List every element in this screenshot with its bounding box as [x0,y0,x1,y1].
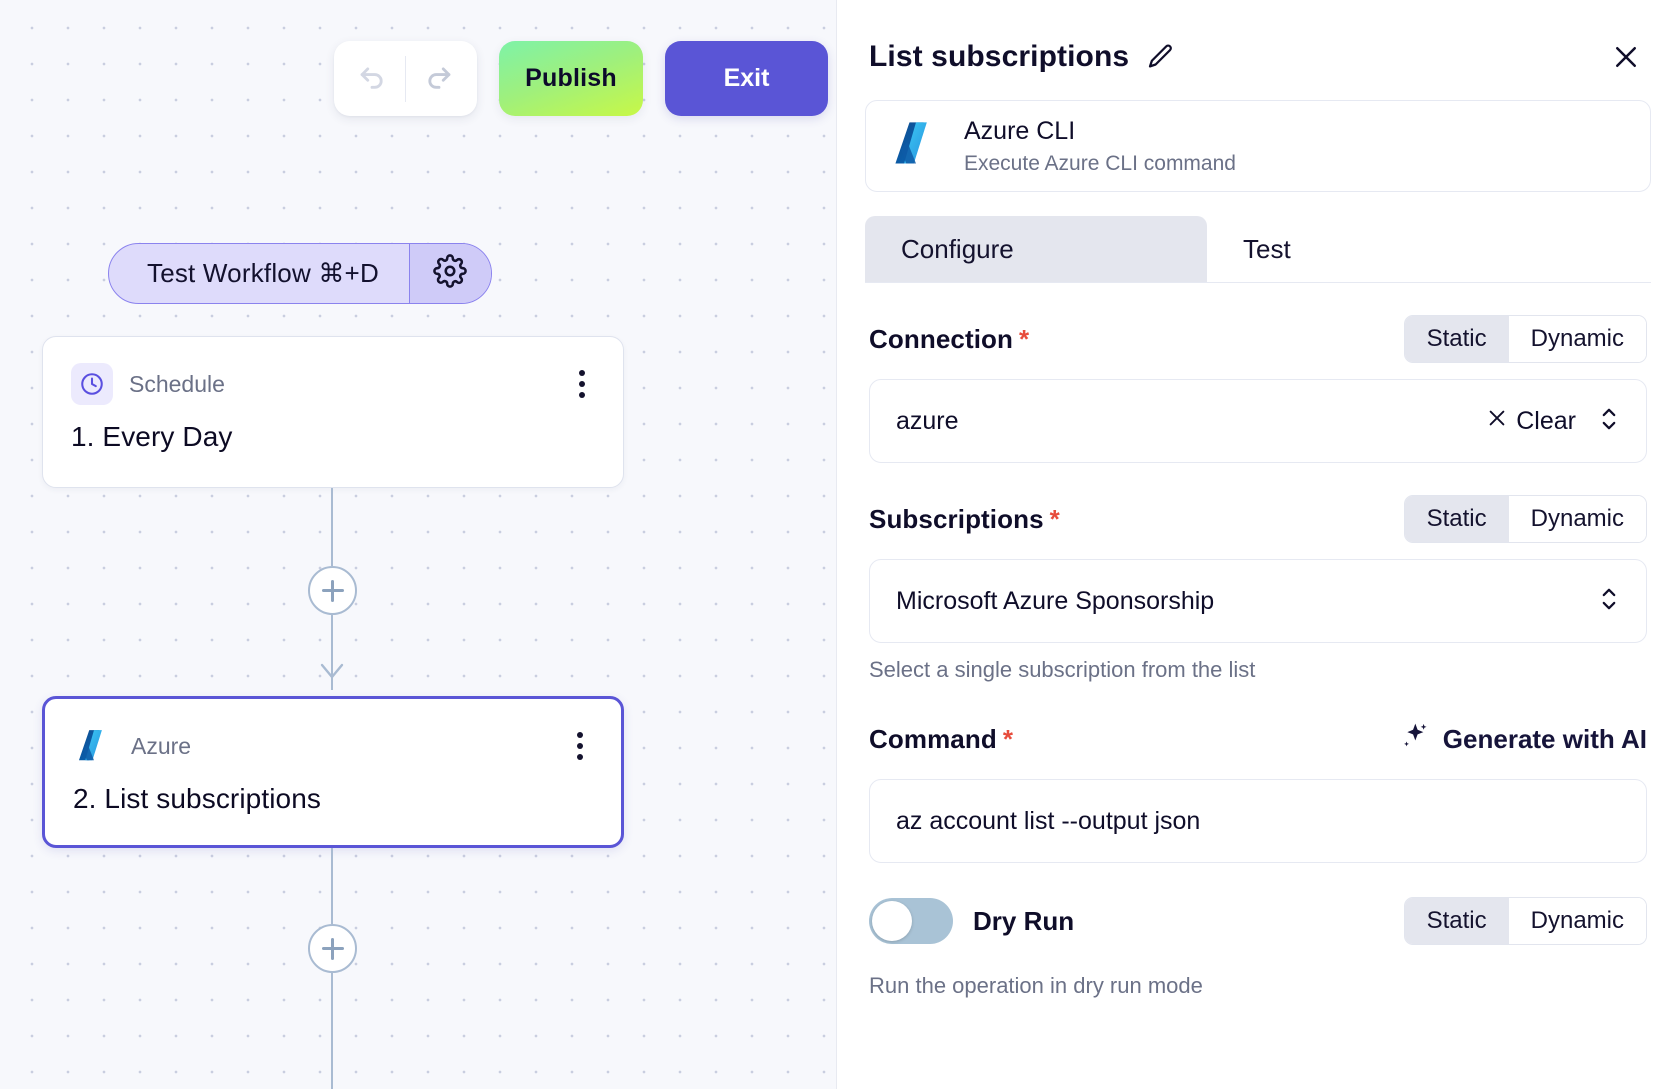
test-workflow-label: Test Workflow ⌘+D [147,258,379,288]
azure-logo-icon [73,725,115,767]
dry-run-left: Dry Run [869,898,1074,944]
workflow-node-azure[interactable]: Azure 2. List subscriptions [42,696,624,848]
pencil-edit-icon[interactable] [1145,42,1175,72]
required-asterisk: * [1019,323,1030,354]
exit-button[interactable]: Exit [665,41,828,116]
connector-line [331,614,334,690]
subscriptions-mode-dynamic[interactable]: Dynamic [1508,496,1646,542]
connection-mode-toggle: Static Dynamic [1403,315,1647,363]
tab-test[interactable]: Test [1243,233,1291,264]
panel-tabs: Configure Test [865,216,1651,283]
node-menu-button[interactable] [569,364,595,404]
node-kind-label: Schedule [129,370,225,397]
add-node-button[interactable] [308,924,357,973]
toolbar-divider [405,55,406,102]
command-input[interactable]: az account list --output json [869,779,1647,863]
redo-arrow-icon [422,59,456,98]
node-header-left: Schedule [71,363,225,405]
close-panel-button[interactable] [1605,36,1647,78]
node-header: Schedule [71,363,595,405]
dry-run-row: Dry Run Static Dynamic [869,897,1647,945]
integration-description: Execute Azure CLI command [964,151,1236,175]
test-workflow-settings-button[interactable] [408,244,491,303]
node-config-panel: List subscriptions [836,0,1679,1089]
config-form: Connection* Static Dynamic azure Clear [865,313,1651,999]
subscriptions-mode-toggle: Static Dynamic [1403,495,1647,543]
node-header: Azure [73,725,593,767]
add-node-button[interactable] [308,566,357,615]
sparkle-ai-icon [1398,721,1430,758]
close-x-icon [1486,407,1508,436]
azure-logo-icon [890,118,942,175]
connection-input[interactable]: azure Clear [869,379,1647,463]
chevron-updown-icon [1598,582,1620,621]
undo-button[interactable] [339,41,405,116]
command-label-text: Command [869,723,997,754]
node-title: 2. List subscriptions [73,783,321,814]
panel-title: List subscriptions [869,40,1130,73]
command-field-row: Command* Generate with AI [869,713,1647,765]
dry-run-helper-text: Run the operation in dry run mode [869,973,1203,998]
undo-redo-group [334,41,477,116]
connection-value: azure [896,406,959,435]
connection-mode-dynamic[interactable]: Dynamic [1508,316,1646,362]
node-header-left: Azure [73,725,191,767]
required-asterisk: * [1049,503,1060,534]
subscriptions-mode-static[interactable]: Static [1404,496,1509,542]
connection-clear-button[interactable]: Clear [1486,407,1576,436]
dry-run-mode-static[interactable]: Static [1404,898,1509,944]
command-value: az account list --output json [896,806,1201,835]
dry-run-toggle[interactable] [869,898,953,944]
connector-arrow-icon [314,662,350,682]
integration-name: Azure CLI [964,117,1076,146]
subscriptions-label-text: Subscriptions [869,503,1044,534]
dry-run-label: Dry Run [973,905,1075,936]
connection-mode-static[interactable]: Static [1404,316,1509,362]
dry-run-mode-toggle: Static Dynamic [1403,897,1647,945]
toggle-knob [872,901,912,941]
generate-with-ai-button[interactable]: Generate with AI [1398,721,1647,758]
subscriptions-helper-text: Select a single subscription from the li… [869,657,1256,682]
gear-icon [433,254,468,293]
connector-line [331,972,334,1089]
connector-line [331,848,334,924]
connection-label: Connection* [869,324,1029,355]
dry-run-mode-dynamic[interactable]: Dynamic [1508,898,1646,944]
panel-header: List subscriptions [865,0,1651,78]
connection-clear-label: Clear [1516,406,1576,435]
subscriptions-field-row: Subscriptions* Static Dynamic [869,493,1647,545]
tab-configure[interactable]: Configure [865,216,1207,282]
subscriptions-dropdown-toggle[interactable] [1590,582,1620,621]
redo-button[interactable] [406,41,472,116]
connection-field-row: Connection* Static Dynamic [869,313,1647,365]
panel-title-wrap: List subscriptions [869,40,1175,74]
command-label: Command* [869,724,1013,755]
connection-dropdown-toggle[interactable] [1590,402,1620,441]
publish-button[interactable]: Publish [499,41,643,116]
test-workflow-pill[interactable]: Test Workflow ⌘+D [108,243,492,304]
connector-line [331,488,334,566]
generate-with-ai-label: Generate with AI [1442,723,1647,754]
required-asterisk: * [1002,723,1014,754]
connection-label-text: Connection [869,323,1013,354]
node-title: 1. Every Day [71,421,233,452]
chevron-updown-icon [1598,402,1620,441]
integration-text: Azure CLI Execute Azure CLI command [964,116,1236,175]
subscriptions-select[interactable]: Microsoft Azure Sponsorship [869,559,1647,643]
integration-card: Azure CLI Execute Azure CLI command [865,100,1651,192]
node-kind-label: Azure [131,732,192,759]
canvas-toolbar: Publish Exit [334,41,828,116]
undo-arrow-icon [355,59,389,98]
node-menu-button[interactable] [567,726,593,766]
subscriptions-value: Microsoft Azure Sponsorship [896,586,1215,615]
workflow-canvas[interactable]: Publish Exit Test Workflow ⌘+D [0,0,836,1089]
clock-icon [71,363,113,405]
subscriptions-label: Subscriptions* [869,504,1060,535]
workflow-node-schedule[interactable]: Schedule 1. Every Day [42,336,624,488]
